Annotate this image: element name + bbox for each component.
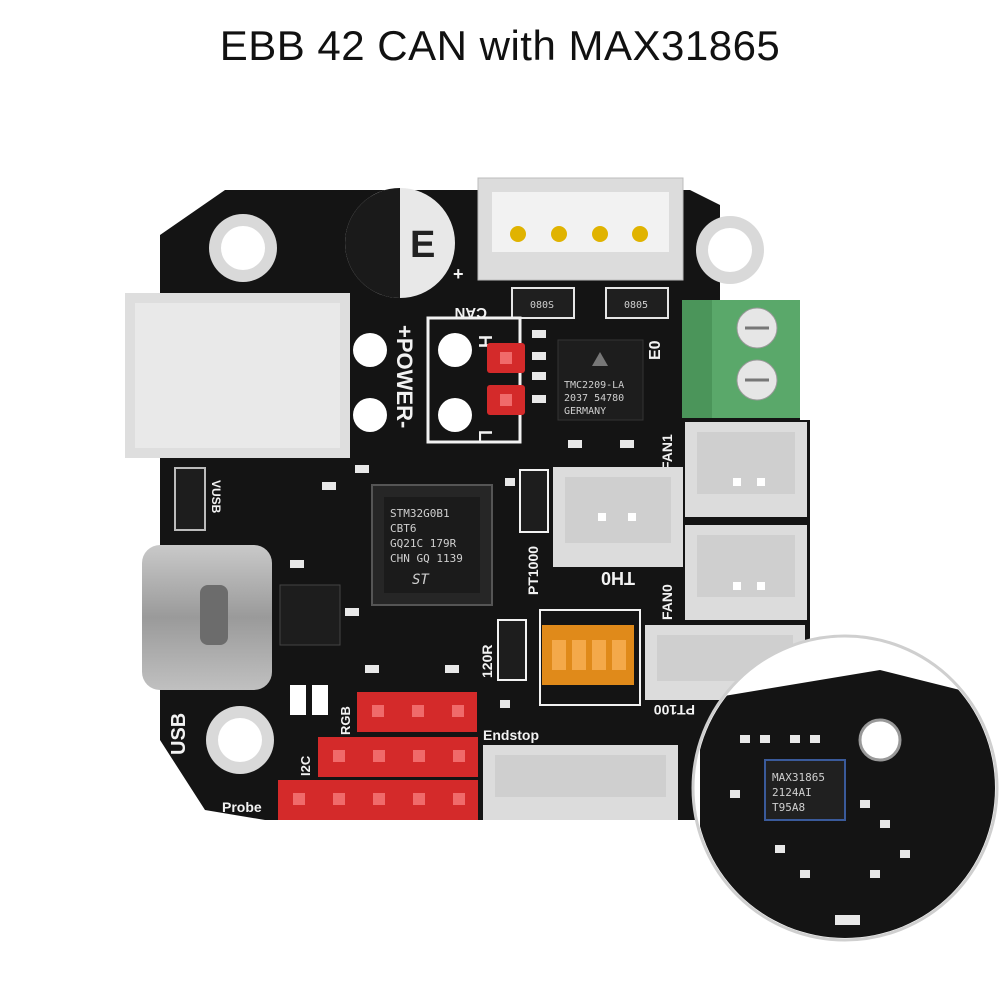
svg-text:CHN GQ 1139: CHN GQ 1139 [390, 552, 463, 565]
pin-header-i2c [318, 737, 478, 777]
usb-label: USB [168, 713, 190, 755]
can-terminal-hole [438, 333, 472, 367]
th0-connector [553, 467, 683, 567]
magnifier-inset: MAX31865 2124AI T95A8 [691, 634, 999, 942]
svg-text:STM32G0B1: STM32G0B1 [390, 507, 450, 520]
sensor-chip-text: T95A8 [772, 801, 805, 814]
svg-text:2037 54780: 2037 54780 [564, 393, 624, 404]
sensor-chip-text: 2124AI [772, 786, 812, 799]
probe-label: Probe [222, 799, 262, 815]
svg-text:TMC2209-LA: TMC2209-LA [564, 380, 624, 391]
capacitor: E + [345, 188, 464, 298]
vusb-jumper [174, 467, 206, 531]
can-label: CAN [455, 304, 488, 321]
pin-header-probe [278, 780, 478, 820]
i2c-label: I2C [298, 755, 313, 776]
can-outline [426, 316, 522, 444]
fan0-connector [685, 525, 807, 620]
fan1-label: FAN1 [659, 434, 675, 470]
resistor: 080S [511, 287, 575, 319]
svg-text:CBT6: CBT6 [390, 522, 417, 535]
mounting-hole [696, 216, 764, 284]
mounting-hole [206, 706, 274, 774]
pt1000-label: PT1000 [525, 546, 541, 595]
vusb-label: VUSB [209, 480, 223, 514]
pin-header-rgb [357, 692, 477, 732]
rgb-label: RGB [338, 706, 353, 735]
led [312, 685, 328, 715]
led [290, 685, 306, 715]
mounting-hole [209, 214, 277, 282]
stepper-driver-chip: TMC2209-LA 2037 54780 GERMANY [557, 339, 644, 421]
fan1-connector [685, 422, 807, 517]
th0-label: TH0 [601, 568, 635, 588]
svg-text:GERMANY: GERMANY [564, 406, 606, 417]
page-title: EBB 42 CAN with MAX31865 [219, 22, 781, 69]
ic-chip [279, 584, 341, 646]
fan0-label: FAN0 [659, 584, 675, 620]
smd-components [290, 330, 634, 708]
power-label: +POWER- [392, 325, 417, 428]
power-terminal-hole [353, 398, 387, 432]
st-logo: ST [412, 572, 430, 588]
endstop-label: Endstop [483, 727, 539, 743]
can-jumper [487, 343, 525, 415]
svg-text:080S: 080S [530, 300, 554, 311]
resistor: 0805 [605, 287, 669, 319]
120r-label: 120R [479, 645, 495, 678]
sensor-chip-text: MAX31865 [772, 771, 825, 784]
usb-c-connector [142, 545, 272, 690]
svg-text:0805: 0805 [624, 300, 648, 311]
power-terminal-hole [353, 333, 387, 367]
svg-text:GQ21C 179R: GQ21C 179R [390, 537, 457, 550]
mcu-chip: STM32G0B1 CBT6 GQ21C 179R CHN GQ 1139 ST [371, 484, 493, 606]
dip-switch [539, 609, 641, 706]
can-l-label: L [475, 430, 495, 441]
pt100-label: PT100 [654, 702, 695, 718]
capacitor-label: E [410, 224, 435, 266]
pt1000-jumper [519, 469, 549, 533]
heater-terminal [682, 300, 800, 418]
endstop-connector [483, 745, 678, 820]
capacitor-polarity: + [453, 264, 464, 284]
can-terminal-hole [438, 398, 472, 432]
e0-label: E0 [647, 340, 664, 360]
120r-jumper [497, 619, 527, 681]
motor-connector [477, 177, 684, 281]
cable-connector [125, 293, 350, 458]
